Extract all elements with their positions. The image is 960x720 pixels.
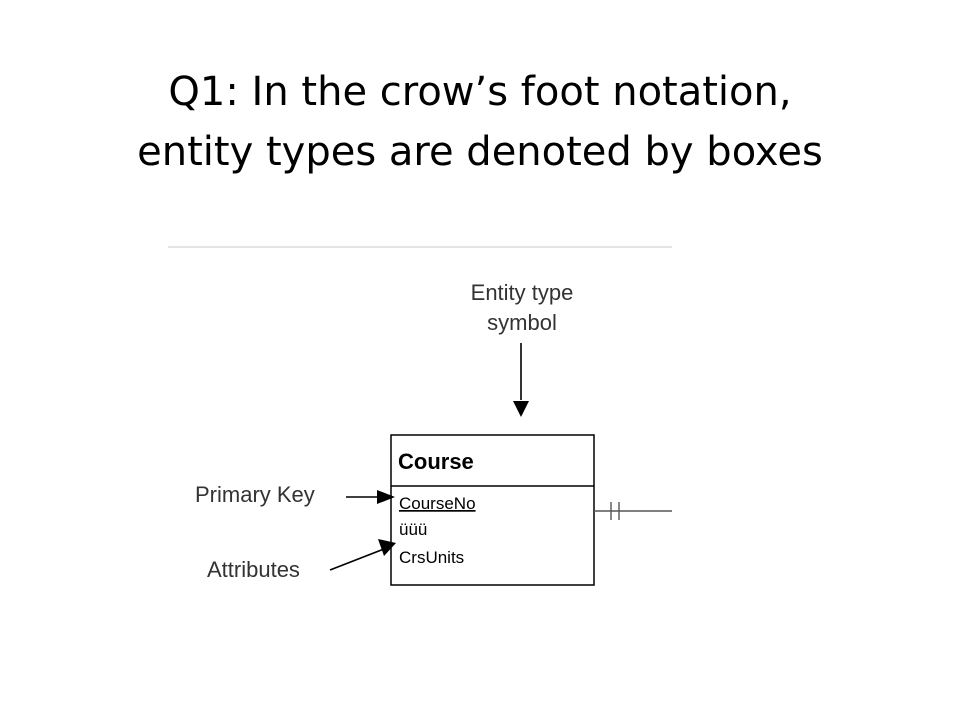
entity-symbol-arrowhead [513, 401, 529, 417]
slide-title: Q1: In the crow’s foot notation, entity … [0, 62, 960, 182]
slide-title-line-2: entity types are denoted by boxes [137, 129, 823, 175]
entity-box: Course CourseNo üüü CrsUnits [390, 434, 595, 586]
slide-title-line-1: Q1: In the crow’s foot notation, [168, 69, 792, 115]
entity-attribute-2: üüü [399, 520, 427, 539]
attributes-arrowhead [378, 539, 396, 556]
primary-key-arrowhead [377, 490, 395, 504]
attributes-arrow-shaft [329, 548, 385, 571]
relationship-line [594, 502, 672, 520]
entity-box-outline [390, 434, 595, 586]
entity-symbol-label-line-1: Entity type [471, 280, 574, 305]
attributes-label: Attributes [207, 557, 300, 582]
entity-symbol-label-line-2: symbol [487, 310, 557, 335]
primary-key-label: Primary Key [195, 482, 315, 507]
entity-attribute-3: CrsUnits [399, 548, 464, 567]
entity-name: Course [398, 449, 474, 474]
entity-attribute-primary-key: CourseNo [399, 494, 476, 513]
